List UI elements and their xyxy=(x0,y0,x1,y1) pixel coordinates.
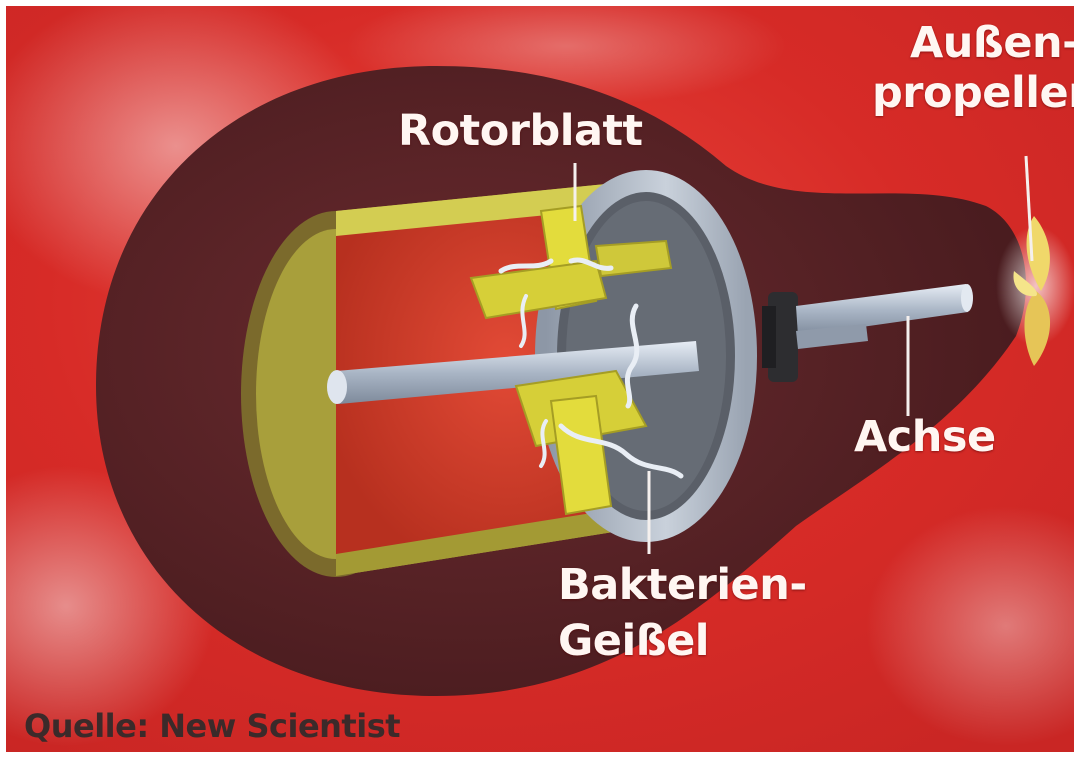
label-aussen-line1: Außen- xyxy=(910,18,1074,68)
axle-tip xyxy=(961,284,973,312)
label-geissel-line1: Bakterien- xyxy=(558,560,807,610)
label-rotorblatt: Rotorblatt xyxy=(398,106,643,156)
source-credit: Quelle: New Scientist xyxy=(24,706,400,746)
label-aussen-line2: propeller xyxy=(872,68,1074,118)
label-achse: Achse xyxy=(854,412,996,462)
axle-coupling xyxy=(762,306,776,368)
label-geissel-line2: Geißel xyxy=(558,616,709,666)
axle-end xyxy=(327,370,347,404)
illustration-frame: Rotorblatt Außen- propeller Achse Bakter… xyxy=(6,6,1074,752)
